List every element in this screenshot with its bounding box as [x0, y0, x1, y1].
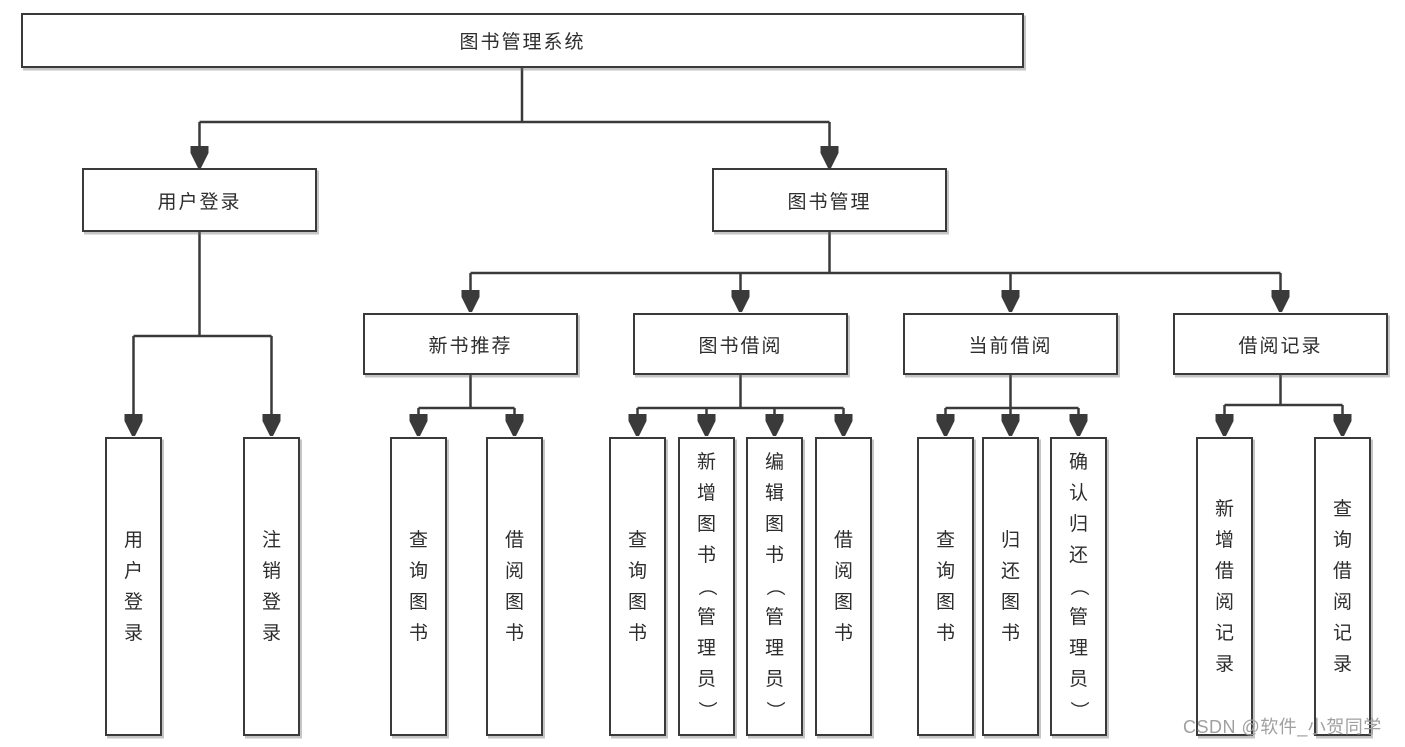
leaf-label: 确认归还（管理员）: [1067, 452, 1089, 721]
leaf-return-book: 归还图书: [982, 437, 1039, 736]
node-label: 用户登录: [157, 191, 242, 213]
node-user-login: 用户登录: [82, 168, 317, 232]
leaf-add-borrow-record: 新增借阅记录: [1196, 437, 1253, 736]
leaf-label: 编辑图书（管理员）: [763, 452, 785, 721]
leaf-query-borrow-record: 查询借阅记录: [1314, 437, 1371, 736]
leaf-query-books-recommend: 查询图书: [390, 437, 447, 736]
leaf-label: 借阅图书: [833, 529, 853, 644]
node-label: 图书管理: [787, 191, 872, 213]
node-book-management: 图书管理: [712, 168, 947, 232]
node-borrowing-records: 借阅记录: [1173, 313, 1388, 375]
leaf-edit-book-admin: 编辑图书（管理员）: [746, 437, 803, 736]
leaf-label: 查询图书: [408, 529, 428, 644]
leaf-user-login: 用户登录: [105, 437, 162, 736]
node-label: 当前借阅: [968, 335, 1053, 357]
leaf-label: 查询借阅记录: [1332, 498, 1352, 675]
leaf-borrow-books-recommend: 借阅图书: [486, 437, 543, 736]
leaf-label: 新增图书（管理员）: [695, 452, 717, 721]
node-label: 借阅记录: [1238, 335, 1323, 357]
node-label: 新书推荐: [428, 335, 513, 357]
node-new-book-recommend: 新书推荐: [363, 313, 578, 375]
node-label: 图书借阅: [698, 335, 783, 357]
leaf-logout: 注销登录: [243, 437, 300, 736]
leaf-confirm-return-admin: 确认归还（管理员）: [1050, 437, 1107, 736]
leaf-label: 归还图书: [1000, 529, 1020, 644]
leaf-add-book-admin: 新增图书（管理员）: [678, 437, 735, 736]
node-current-borrowing: 当前借阅: [903, 313, 1118, 375]
node-library-system: 图书管理系统: [21, 13, 1024, 68]
leaf-label: 新增借阅记录: [1214, 498, 1234, 675]
leaf-query-books-borrowing: 查询图书: [609, 437, 666, 736]
leaf-label: 查询图书: [935, 529, 955, 644]
csdn-watermark: CSDN @软件_小贺同学: [1183, 717, 1382, 737]
leaf-label: 注销登录: [261, 529, 281, 644]
leaf-label: 查询图书: [627, 529, 647, 644]
node-label: 图书管理系统: [459, 32, 586, 53]
leaf-borrow-books: 借阅图书: [815, 437, 872, 736]
leaf-label: 借阅图书: [504, 529, 524, 644]
leaf-query-books-current: 查询图书: [917, 437, 974, 736]
leaf-label: 用户登录: [123, 529, 143, 644]
node-book-borrowing: 图书借阅: [633, 313, 848, 375]
